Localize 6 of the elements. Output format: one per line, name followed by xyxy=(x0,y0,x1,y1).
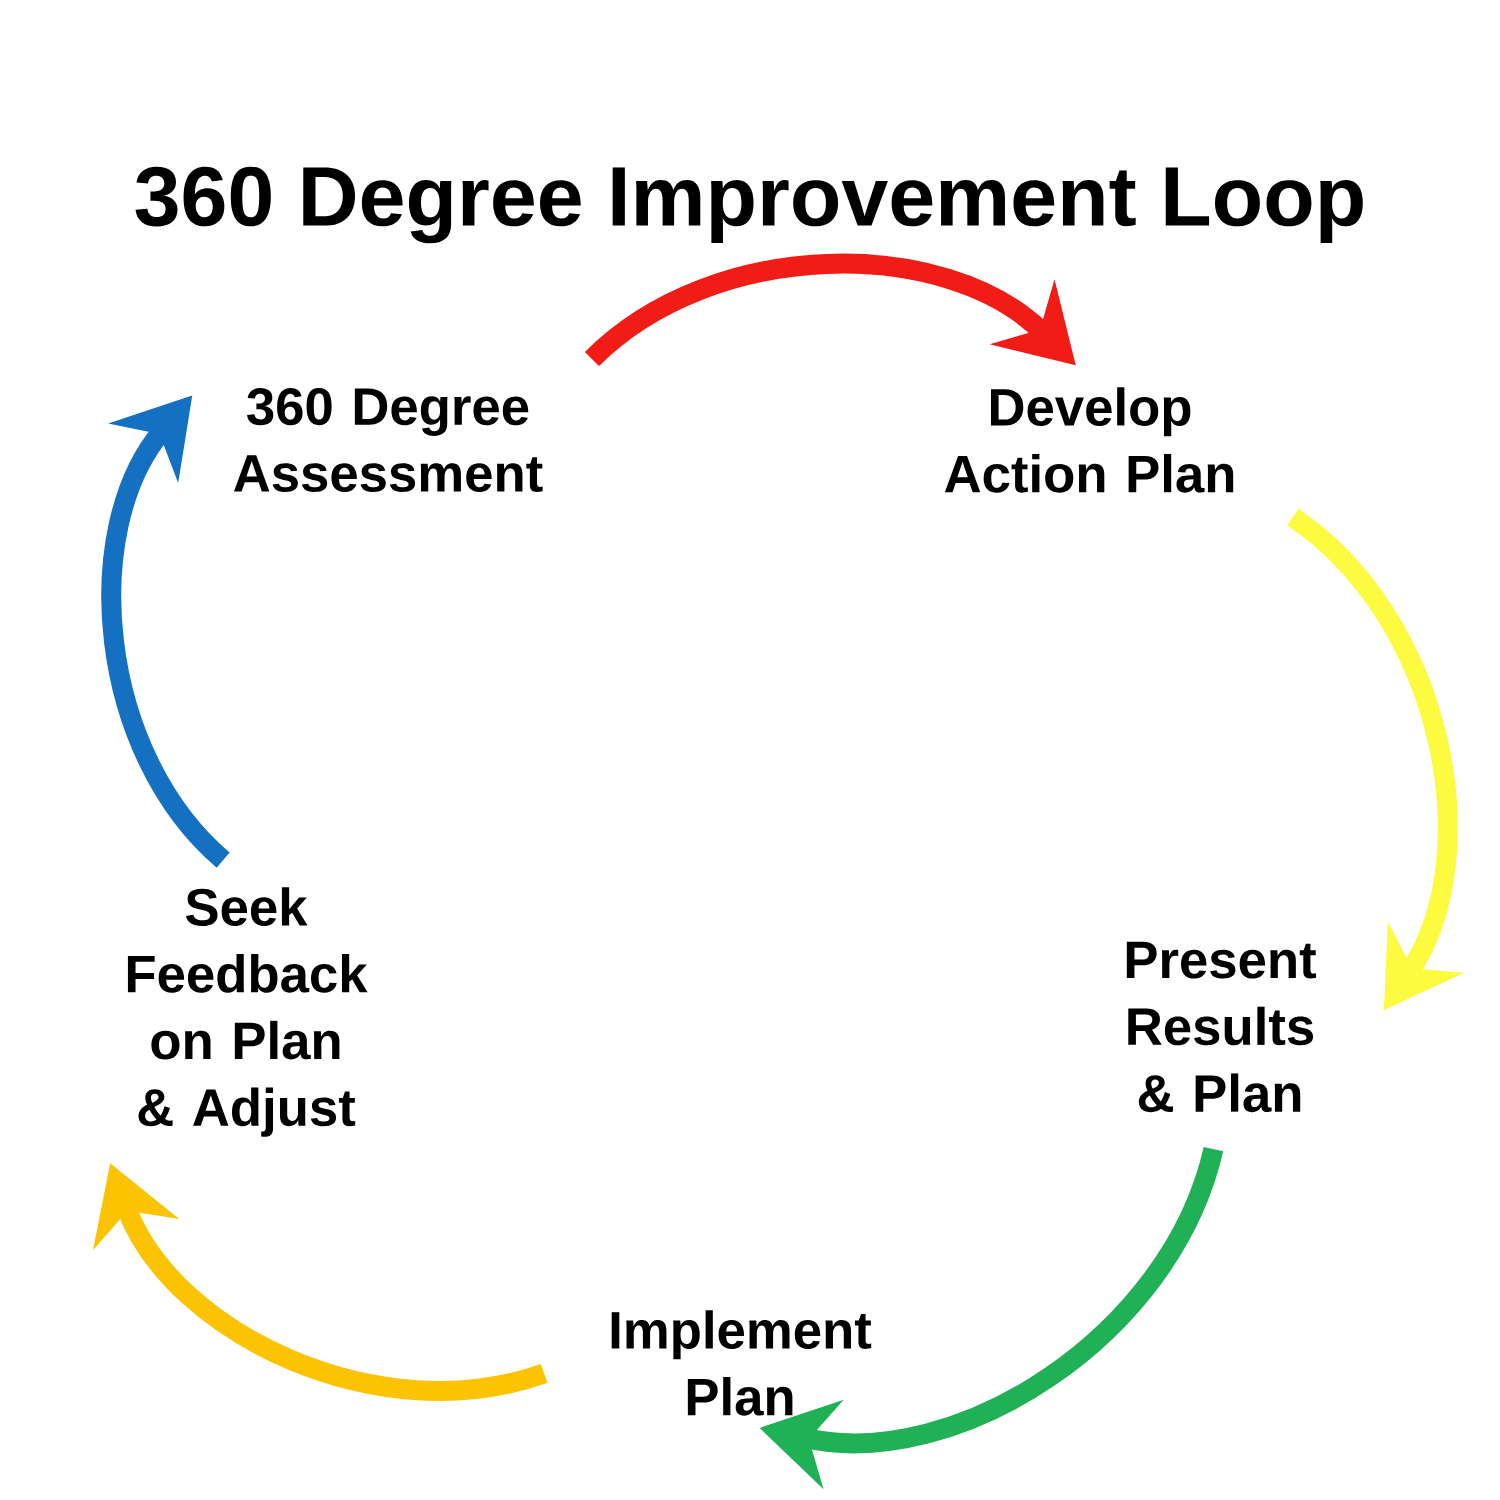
title: 360 Degree Improvement Loop xyxy=(135,166,1363,244)
step-label: Seek Feedback on Plan & Adjust xyxy=(127,887,368,1137)
step-label: Implement Plan xyxy=(611,1310,872,1416)
step-label: Present Results & Plan xyxy=(1126,941,1317,1113)
step-label: Develop Action Plan xyxy=(944,387,1234,493)
step-label: 360 Degree Assessment xyxy=(234,387,543,492)
